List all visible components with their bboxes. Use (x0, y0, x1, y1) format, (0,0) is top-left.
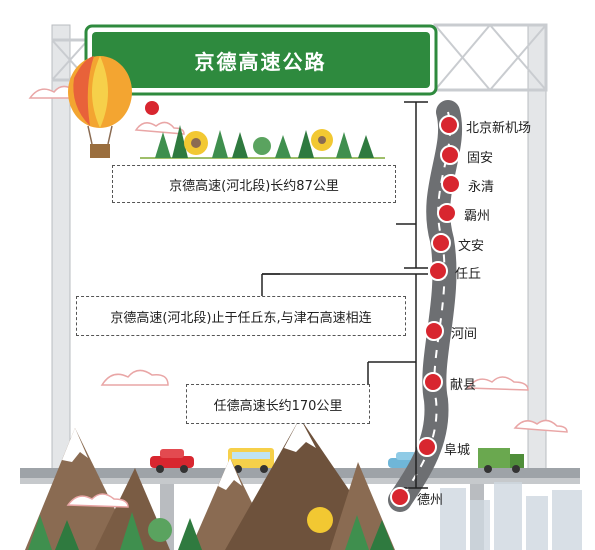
station-label: 献县 (450, 378, 477, 393)
red-car-icon (150, 449, 194, 473)
station-marker (417, 437, 437, 457)
cloud (66, 493, 129, 508)
sign-title: 京德高速公路 (194, 49, 327, 74)
station-marker (441, 174, 461, 194)
hot-air-balloon-icon (68, 56, 132, 158)
note-hebei-end: 京德高速(河北段)止于任丘东,与津石高速相连 (76, 296, 406, 336)
note-rende-length: 任德高速长约170公里 (186, 384, 370, 424)
station-marker (428, 261, 448, 281)
city-skyline (440, 482, 582, 550)
station-label: 北京新机场 (466, 121, 532, 136)
station-label: 固安 (467, 151, 494, 166)
stations (390, 115, 461, 507)
station-label: 霸州 (464, 209, 491, 224)
station-label: 永清 (468, 180, 495, 195)
station-label: 任丘 (455, 267, 482, 282)
tree-row (140, 125, 385, 159)
forest (28, 507, 394, 550)
leader-lines (261, 101, 428, 489)
station-label: 阜城 (444, 443, 471, 458)
station-marker (440, 145, 460, 165)
truck-icon (478, 448, 524, 473)
station-marker (390, 487, 410, 507)
station-marker (437, 203, 457, 223)
station-label: 德州 (417, 493, 444, 508)
mountains (25, 418, 395, 550)
station-label: 文安 (458, 239, 485, 254)
small-balloon-icon (145, 101, 159, 115)
station-marker (424, 321, 444, 341)
bus-icon (228, 448, 274, 473)
cloud (28, 85, 568, 433)
gantry-frame (51, 23, 548, 471)
station-marker (439, 115, 459, 135)
note-hebei-length: 京德高速(河北段)长约87公里 (112, 165, 396, 203)
station-marker (431, 233, 451, 253)
station-label: 河间 (451, 327, 478, 342)
station-marker (423, 372, 443, 392)
